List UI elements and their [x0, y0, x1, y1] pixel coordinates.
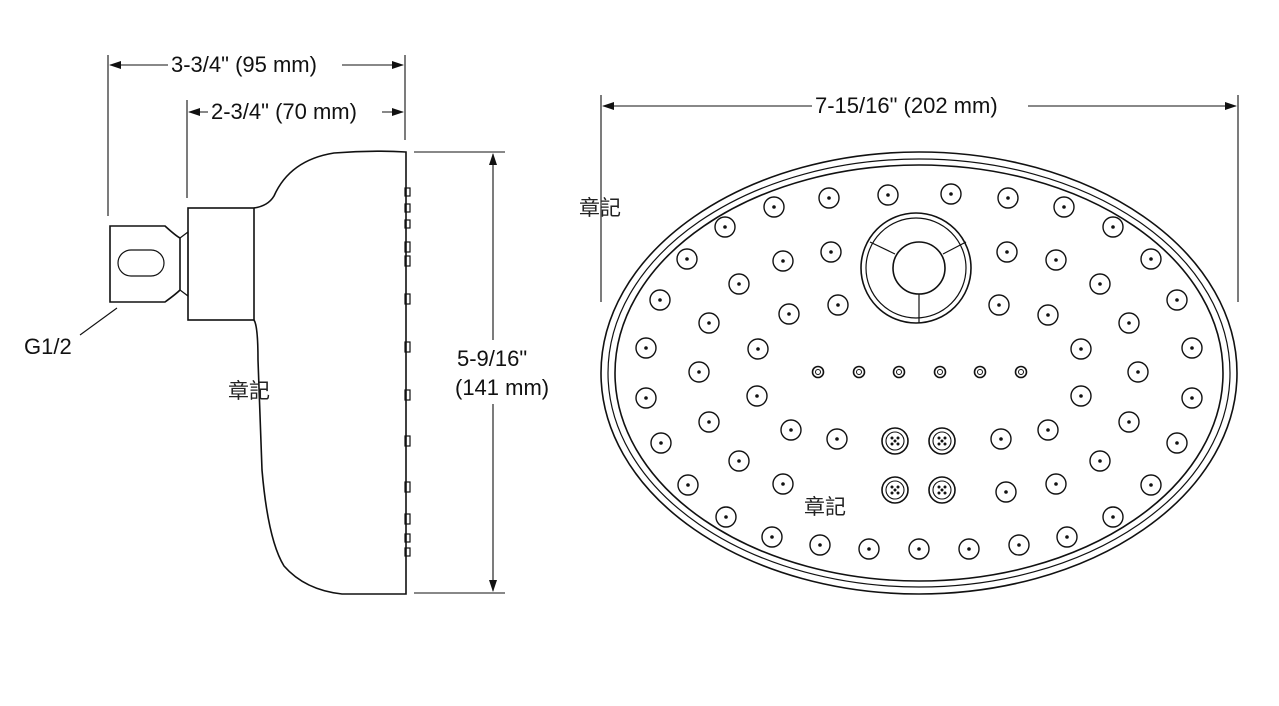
dimension-overall-depth	[107, 55, 406, 216]
watermark-1: 章記	[579, 196, 621, 220]
body-depth-label: 2-3/4" (70 mm)	[211, 99, 357, 124]
dimension-width	[600, 95, 1239, 302]
collar	[187, 207, 255, 321]
height-label-inches: 5-9/16"	[457, 346, 527, 371]
spray-selector-dial	[860, 212, 972, 324]
outer-rim	[600, 151, 1238, 595]
height-label-mm: (141 mm)	[455, 375, 549, 400]
width-label: 7-15/16" (202 mm)	[815, 93, 998, 118]
face-plate-edge	[614, 164, 1224, 582]
watermark-3: 章記	[804, 495, 846, 519]
massage-clusters	[881, 427, 956, 504]
watermark-2: 章記	[228, 379, 270, 403]
overall-depth-label: 3-3/4" (95 mm)	[171, 52, 317, 77]
connection-leader	[79, 307, 118, 336]
connection-label: G1/2	[24, 334, 72, 359]
sprayer-nozzles	[635, 183, 1203, 560]
dimension-body-depth	[186, 100, 404, 198]
side-view: 3-3/4" (95 mm) 2-3/4" (70 mm) 5-9/16" (1…	[24, 52, 549, 595]
center-jets	[811, 365, 1028, 379]
connector-nut	[109, 225, 189, 303]
head-body-profile	[253, 150, 407, 595]
front-view: 7-15/16" (202 mm)	[600, 93, 1239, 595]
rim-line-2	[607, 158, 1231, 588]
dimension-height	[414, 151, 505, 594]
side-nozzles	[404, 187, 411, 557]
